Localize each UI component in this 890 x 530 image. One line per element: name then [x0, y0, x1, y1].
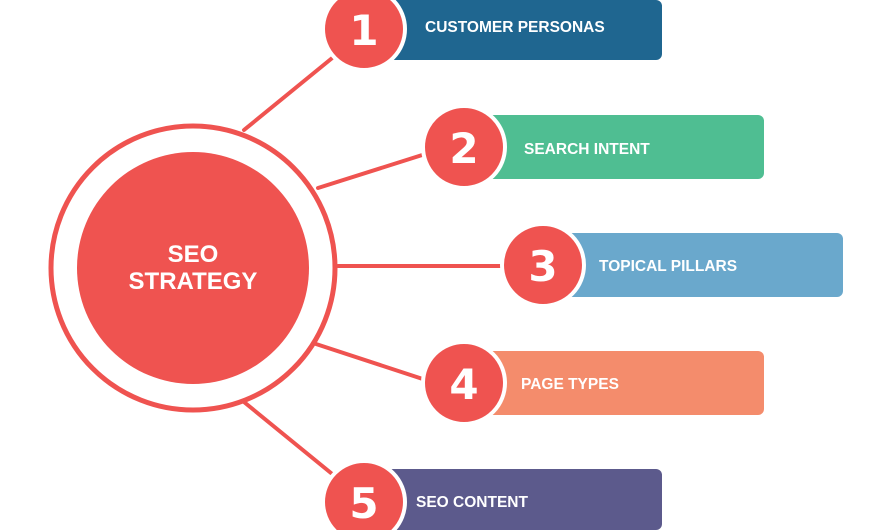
step-1-banner — [368, 0, 662, 60]
step-1-badge — [321, 0, 407, 72]
step-5-badge — [321, 459, 407, 530]
connector-1 — [242, 48, 344, 132]
step-4-label: PAGE TYPES — [521, 376, 619, 393]
connector-4 — [314, 342, 440, 386]
connector-2 — [316, 148, 440, 190]
center-title-line-1: SEO — [168, 241, 219, 268]
step-1-label: CUSTOMER PERSONAS — [425, 19, 605, 36]
step-3-badge — [500, 222, 586, 308]
step-2-badge — [421, 104, 507, 190]
step-1: 1 CUSTOMER PERSONAS — [321, 0, 662, 72]
center-title-line-2: STRATEGY — [129, 268, 258, 295]
step-5-banner — [368, 469, 662, 530]
step-4-banner — [466, 351, 764, 415]
step-5: 5 SEO CONTENT — [321, 459, 662, 530]
step-3-number: 3 — [528, 242, 557, 291]
step-4-number: 4 — [449, 360, 478, 409]
step-3-label: TOPICAL PILLARS — [599, 258, 737, 275]
step-3-banner — [545, 233, 843, 297]
step-4: 4 PAGE TYPES — [421, 340, 764, 426]
connectors — [242, 48, 512, 484]
step-2: 2 SEARCH INTENT — [421, 104, 764, 190]
center-circle — [77, 152, 309, 384]
step-5-number: 5 — [349, 479, 378, 528]
step-5-label: SEO CONTENT — [416, 494, 528, 511]
step-2-banner — [466, 115, 764, 179]
connector-5 — [242, 400, 344, 484]
step-2-number: 2 — [449, 124, 478, 173]
step-1-number: 1 — [349, 6, 378, 55]
step-2-label: SEARCH INTENT — [524, 141, 650, 158]
step-3: 3 TOPICAL PILLARS — [500, 222, 843, 308]
center-hub: SEO STRATEGY — [48, 123, 338, 413]
step-4-badge — [421, 340, 507, 426]
